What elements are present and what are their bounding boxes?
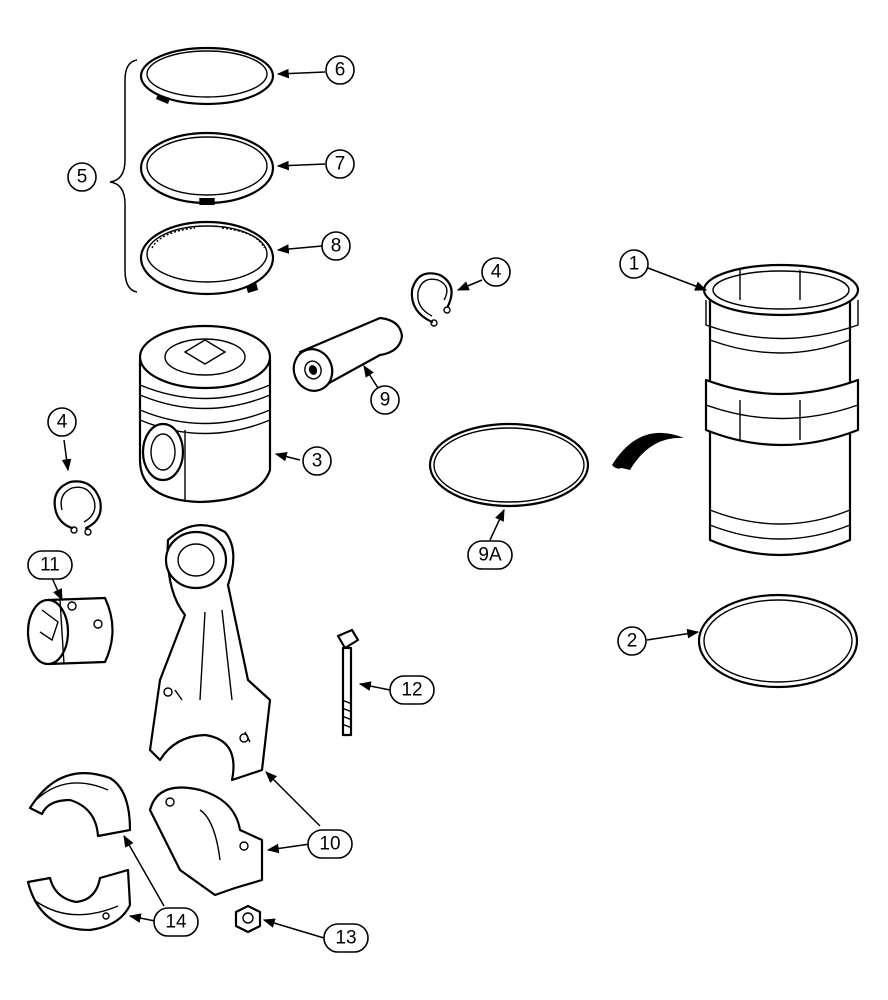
o-ring-9a bbox=[428, 422, 590, 508]
callout-7: 7 bbox=[325, 149, 355, 179]
svg-text:4: 4 bbox=[491, 262, 502, 283]
svg-text:10: 10 bbox=[319, 834, 340, 855]
callout-4-right: 4 bbox=[481, 257, 511, 287]
callout-6: 6 bbox=[325, 55, 355, 85]
snap-ring-right bbox=[410, 272, 453, 327]
svg-text:13: 13 bbox=[335, 928, 356, 949]
piston-ring-top bbox=[139, 46, 275, 106]
callout-12: 12 bbox=[389, 675, 435, 705]
install-direction-arrow bbox=[612, 432, 684, 470]
svg-text:3: 3 bbox=[312, 451, 323, 472]
rod-bolt bbox=[336, 628, 360, 737]
callout-4-left: 4 bbox=[47, 407, 77, 437]
svg-text:4: 4 bbox=[57, 412, 68, 433]
callout-13: 13 bbox=[323, 923, 369, 953]
callout-1: 1 bbox=[619, 249, 649, 279]
callout-11: 11 bbox=[27, 550, 73, 580]
bearing-shell-upper bbox=[28, 771, 132, 838]
callout-8: 8 bbox=[321, 231, 351, 261]
svg-text:7: 7 bbox=[335, 154, 346, 175]
callout-10-rod: 10 bbox=[307, 829, 353, 859]
svg-text:8: 8 bbox=[331, 236, 342, 257]
snap-ring-left bbox=[53, 480, 102, 536]
svg-text:2: 2 bbox=[627, 631, 638, 652]
connecting-rod bbox=[148, 524, 272, 782]
callout-2: 2 bbox=[617, 626, 647, 656]
callout-14: 14 bbox=[153, 907, 199, 937]
piston bbox=[138, 324, 272, 504]
connecting-rod-bushing bbox=[26, 596, 114, 666]
piston-pin bbox=[292, 316, 404, 392]
connecting-rod-cap bbox=[148, 786, 264, 897]
svg-text:14: 14 bbox=[165, 912, 187, 933]
svg-text:12: 12 bbox=[401, 680, 422, 701]
bearing-shell-lower bbox=[26, 868, 132, 932]
svg-text:6: 6 bbox=[335, 60, 346, 81]
cylinder-liner bbox=[702, 263, 860, 557]
leader-lines bbox=[51, 68, 708, 939]
rod-nut bbox=[234, 904, 262, 934]
svg-text:5: 5 bbox=[77, 167, 88, 188]
svg-text:9: 9 bbox=[380, 390, 391, 411]
svg-text:11: 11 bbox=[40, 555, 60, 576]
o-ring-2 bbox=[697, 593, 859, 689]
callout-9: 9 bbox=[370, 385, 400, 415]
svg-text:1: 1 bbox=[629, 254, 640, 275]
svg-text:9A: 9A bbox=[478, 545, 502, 566]
piston-ring-second bbox=[139, 131, 275, 205]
callout-9a: 9A bbox=[467, 540, 513, 570]
callout-3: 3 bbox=[302, 446, 332, 476]
piston-ring-oil bbox=[139, 220, 275, 296]
callout-5: 5 bbox=[67, 162, 97, 192]
ring-set-brace bbox=[109, 59, 138, 293]
